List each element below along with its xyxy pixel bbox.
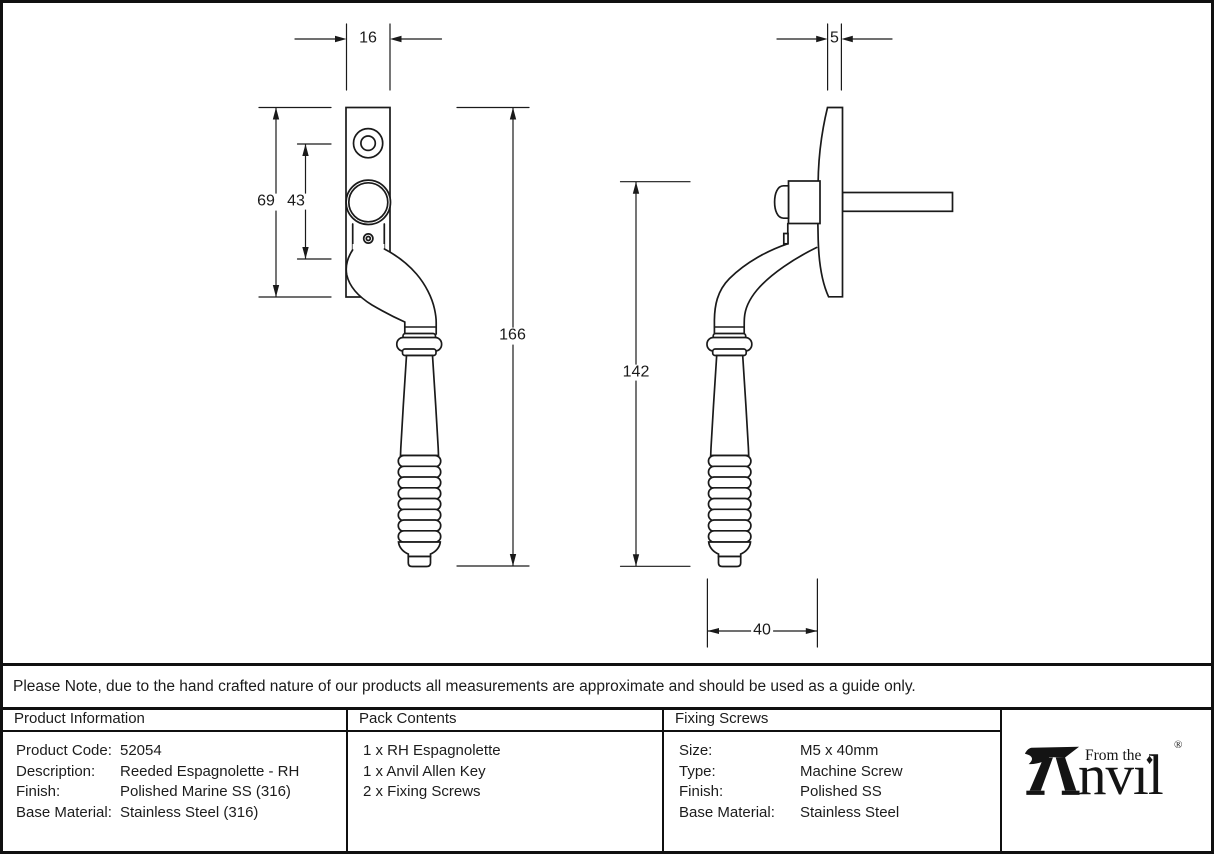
brand-name-text: nvıl <box>1078 744 1164 807</box>
row-label: Finish: <box>16 783 61 801</box>
row-label: Finish: <box>679 783 724 801</box>
dim-plate-height: 69 <box>255 192 277 211</box>
row-value: Polished SS <box>800 783 882 801</box>
front-tip-shoulder <box>397 541 442 558</box>
anvil-icon <box>1024 746 1080 795</box>
row-label: Type: <box>679 762 716 780</box>
pack-contents-header: Pack Contents <box>348 707 662 732</box>
note-text: Please Note, due to the hand crafted nat… <box>13 677 916 695</box>
row-label: Size: <box>679 742 713 759</box>
side-tip-end <box>717 555 742 568</box>
row-label: Description: <box>16 762 96 780</box>
fixing-screws-section: Fixing Screws Size: M5 x 40mm Type: Machin… <box>662 707 1000 851</box>
pack-item: 1 x RH Espagnolette <box>363 742 501 759</box>
row-label: Product Code: <box>16 742 112 759</box>
drawing-canvas <box>258 23 954 648</box>
front-shaft <box>399 354 440 457</box>
side-tip-shoulder <box>707 541 752 558</box>
side-plate <box>816 106 844 298</box>
table-row: Base Material: Stainless Steel (316) <box>3 803 346 824</box>
front-handle-outer-edge <box>345 249 406 335</box>
product-information-section: Product Information Product Code: 52054 D… <box>3 707 346 851</box>
pack-item: 1 x Anvil Allen Key <box>363 762 486 780</box>
side-handle-outer-edge <box>713 242 789 335</box>
dim-plate-width: 16 <box>357 29 379 48</box>
row-value: M5 x 40mm <box>800 742 879 759</box>
front-grub-screw <box>362 233 374 244</box>
row-value: Machine Screw <box>800 762 903 780</box>
front-reeded-grip <box>397 454 442 543</box>
front-fixing-hole <box>352 127 384 159</box>
brand-logo-cell: From the nvıl ♦ ® <box>1000 707 1211 851</box>
table-row: Description: Reeded Espagnolette - RH <box>3 762 346 783</box>
table-row: Base Material: Stainless Steel <box>664 803 1000 824</box>
front-collar <box>395 332 443 357</box>
diamond-icon: ♦ <box>1146 751 1154 767</box>
side-knob-boss <box>787 180 821 225</box>
side-view <box>706 106 954 568</box>
row-value: 52054 <box>120 742 162 759</box>
dimension-lines <box>258 23 893 648</box>
table-row: Type: Machine Screw <box>664 762 1000 783</box>
registered-mark: ® <box>1174 739 1183 751</box>
measurement-note: Please Note, due to the hand crafted nat… <box>3 663 1211 710</box>
brand-prefix-text: From the <box>1085 747 1142 764</box>
table-row: Size: M5 x 40mm <box>664 741 1000 762</box>
dim-overall-height: 166 <box>497 326 528 345</box>
front-view <box>345 106 443 568</box>
row-label: Base Material: <box>16 803 112 821</box>
product-information-header: Product Information <box>3 707 346 732</box>
table-row: Finish: Polished Marine SS (316) <box>3 782 346 803</box>
front-tip-end <box>407 555 432 568</box>
side-knob-cap <box>773 184 790 220</box>
table-row: Product Code: 52054 <box>3 741 346 762</box>
side-reeded-grip <box>707 454 752 543</box>
side-spindle <box>841 191 954 213</box>
dim-fixing-centres: 43 <box>285 192 307 210</box>
fixing-screws-header: Fixing Screws <box>664 707 1000 732</box>
table-row: Finish: Polished SS <box>664 782 1000 803</box>
dim-handle-drop: 142 <box>620 363 652 381</box>
technical-drawing: 16 69 43 166 5 142 40 <box>255 23 954 648</box>
side-shaft <box>709 354 750 457</box>
front-knob <box>345 179 392 226</box>
row-value: Stainless Steel (316) <box>120 803 259 821</box>
dim-plate-thickness: 5 <box>828 29 841 48</box>
spec-table: Product Information Product Code: 52054 D… <box>3 707 1211 851</box>
pack-contents-section: Pack Contents 1 x RH Espagnolette 1 x An… <box>346 707 662 851</box>
row-label: Base Material: <box>679 803 775 821</box>
front-handle-inner-edge <box>383 248 438 335</box>
side-grub-screw <box>782 232 789 245</box>
dim-projection: 40 <box>751 621 773 639</box>
side-handle-inner-edge <box>743 246 818 335</box>
row-value: Stainless Steel <box>800 803 900 821</box>
row-value: Polished Marine SS (316) <box>120 783 291 801</box>
pack-item: 2 x Fixing Screws <box>363 783 481 801</box>
side-collar <box>706 332 753 357</box>
from-the-anvil-logo: From the nvıl ♦ ® <box>1002 707 1211 851</box>
row-value: Reeded Espagnolette - RH <box>120 762 300 780</box>
